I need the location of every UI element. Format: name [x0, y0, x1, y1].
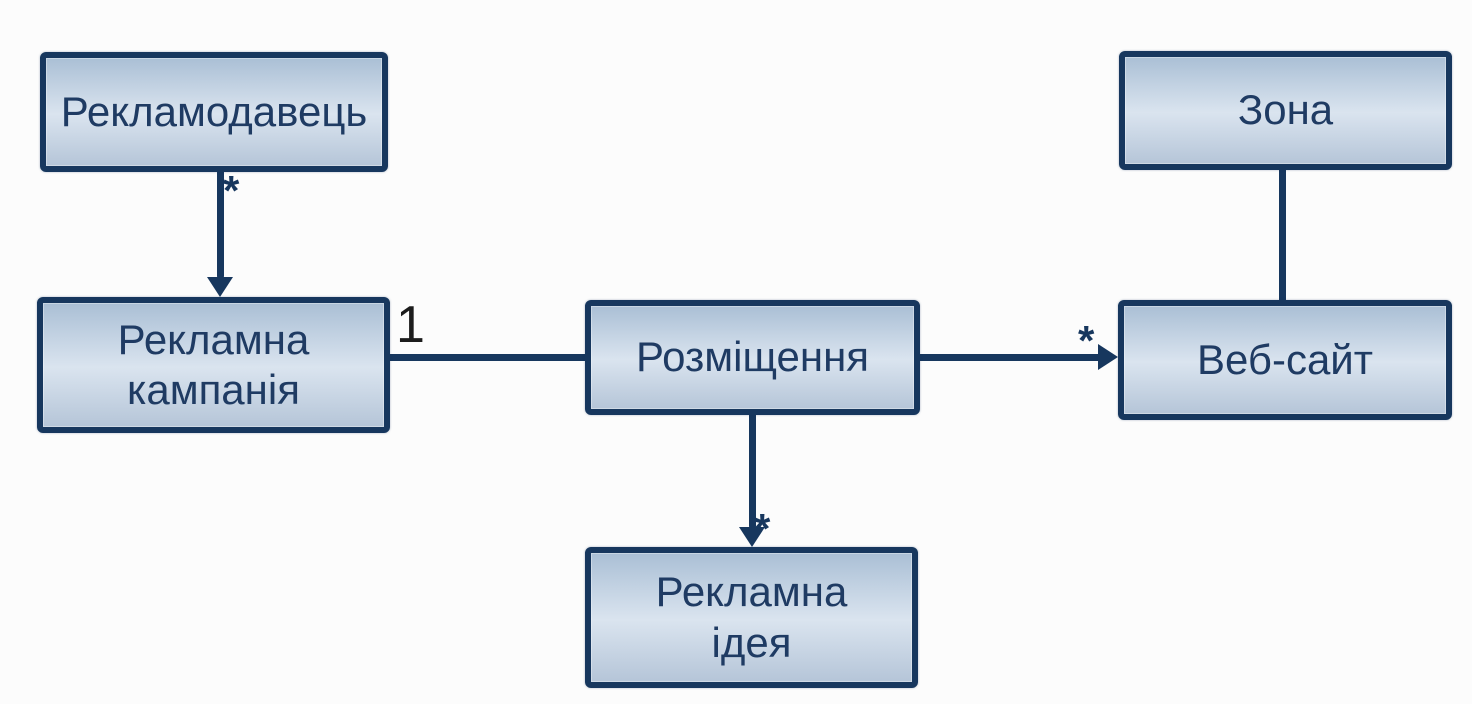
- node-label: Рекламна кампанія: [117, 315, 310, 413]
- node-zone: Зона: [1119, 51, 1452, 170]
- multiplicity-label: *: [1078, 317, 1095, 364]
- node-label: Веб-сайт: [1197, 335, 1373, 383]
- node-advertiser: Рекламодавець: [40, 52, 388, 172]
- node-placement: Розміщення: [585, 300, 920, 415]
- edge-zone-website-line: [1279, 168, 1286, 302]
- node-label: Зона: [1237, 86, 1334, 134]
- multiplicity-label: *: [223, 167, 240, 214]
- node-label: Рекламна ідея: [655, 568, 848, 666]
- arrowhead-down-icon: [207, 277, 233, 297]
- node-website: Веб-сайт: [1118, 300, 1452, 420]
- multiplicity-label: 1: [396, 296, 425, 354]
- arrowhead-right-icon: [1098, 344, 1118, 370]
- node-label: Розміщення: [635, 333, 870, 381]
- arrowhead-down-icon: [739, 527, 765, 547]
- edge-placement-adidea-line: [749, 413, 756, 528]
- node-ad-campaign: Рекламна кампанія: [37, 297, 390, 433]
- edge-placement-website-line: [918, 354, 1100, 361]
- edge-campaign-placement-line: [388, 354, 587, 361]
- edge-advertiser-campaign-line: [217, 170, 224, 278]
- multiplicity-label: *: [754, 505, 771, 552]
- node-label: Рекламодавець: [60, 87, 368, 135]
- node-ad-idea: Рекламна ідея: [585, 547, 918, 688]
